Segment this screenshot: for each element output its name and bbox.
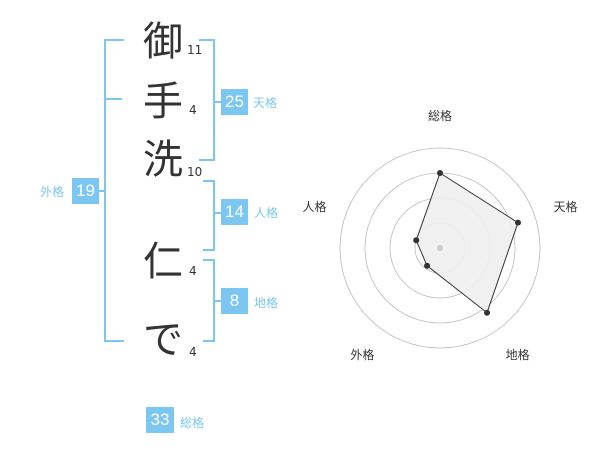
chikaku-label: 地格 bbox=[254, 296, 279, 310]
name-char-1: 御 bbox=[143, 19, 183, 65]
radar-point-1 bbox=[437, 170, 443, 176]
radar-point-2 bbox=[514, 219, 521, 226]
jinkaku-bracket bbox=[203, 180, 215, 251]
name-char-2: 手 bbox=[143, 79, 183, 125]
chikaku-bracket-connector bbox=[213, 300, 221, 302]
gaikaku-bracket-mid-tick bbox=[104, 98, 122, 100]
tenkaku-bracket bbox=[199, 39, 215, 161]
stroke-count-5: 4 bbox=[189, 345, 197, 359]
gaikaku-bracket-connector bbox=[97, 190, 106, 192]
name-char-4: 仁 bbox=[143, 239, 183, 285]
radar-axis-label-1: 総格 bbox=[428, 110, 452, 123]
radar-point-3 bbox=[484, 309, 491, 316]
name-char-3: 洗 bbox=[143, 137, 183, 183]
gaikaku-label: 外格 bbox=[40, 185, 65, 199]
radar-point-4 bbox=[424, 262, 431, 269]
stroke-count-2: 4 bbox=[189, 103, 197, 117]
radar-axis-label-3: 地格 bbox=[506, 347, 530, 362]
gaikaku-value-badge: 19 bbox=[72, 178, 99, 204]
soukaku-label: 総格 bbox=[180, 416, 205, 430]
radar-center-dot bbox=[437, 245, 443, 251]
soukaku-value-badge: 33 bbox=[146, 407, 174, 433]
radar-axis-label-5: 人格 bbox=[302, 199, 326, 214]
jinkaku-value-badge: 14 bbox=[221, 199, 248, 225]
gaikaku-bracket bbox=[104, 39, 124, 342]
tenkaku-label: 天格 bbox=[253, 96, 278, 110]
stroke-count-3: 10 bbox=[187, 165, 203, 179]
jinkaku-label: 人格 bbox=[254, 206, 279, 220]
jinkaku-bracket-connector bbox=[213, 212, 221, 214]
tenkaku-bracket-connector bbox=[213, 101, 221, 103]
radar-point-5 bbox=[413, 237, 420, 244]
tenkaku-value-badge: 25 bbox=[221, 89, 248, 115]
name-char-5: で bbox=[143, 317, 183, 363]
radar-axis-label-4: 外格 bbox=[350, 347, 374, 362]
stroke-count-4: 4 bbox=[189, 264, 197, 278]
chikaku-value-badge: 8 bbox=[221, 288, 248, 314]
radar-ring bbox=[339, 147, 541, 349]
radar-area bbox=[415, 172, 519, 314]
radar-axis-label-2: 天格 bbox=[554, 199, 578, 214]
radar-points bbox=[413, 170, 521, 316]
stroke-count-1: 11 bbox=[187, 43, 203, 57]
